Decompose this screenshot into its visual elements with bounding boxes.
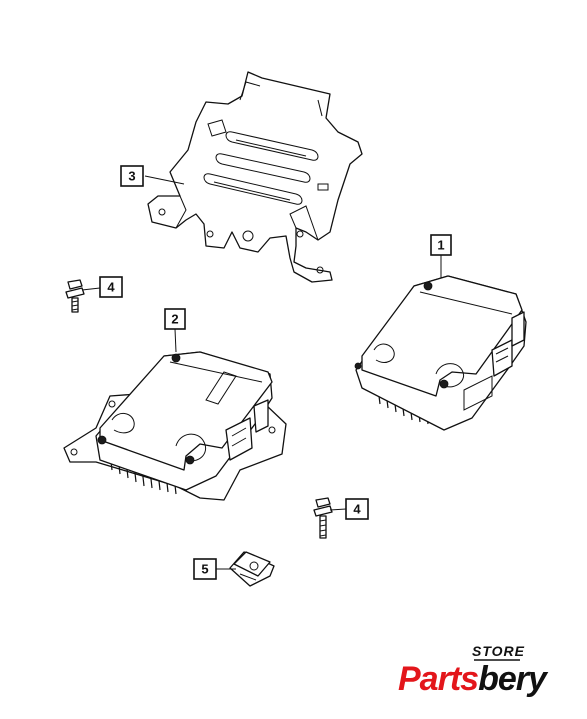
callout-2-label: 2 — [171, 312, 178, 327]
callout-5: 5 — [193, 558, 217, 580]
callout-3-label: 3 — [128, 169, 135, 184]
control-module-part-2 — [63, 351, 287, 501]
bolt-part-4-upper — [65, 279, 85, 313]
callout-4b-label: 4 — [353, 502, 361, 517]
callout-2: 2 — [164, 308, 186, 330]
brand-logo: STORE Partsbery — [398, 643, 550, 698]
callout-3: 3 — [120, 165, 144, 187]
brand-store-text: STORE — [472, 643, 525, 659]
callout-4a-label: 4 — [107, 280, 115, 295]
mounting-bracket-part-3 — [147, 71, 363, 283]
leader-line-3 — [144, 175, 185, 185]
callout-4a: 4 — [99, 276, 123, 298]
callout-4b: 4 — [345, 498, 369, 520]
brand-name-text: Partsbery — [398, 660, 549, 698]
leader-line-4b — [329, 508, 347, 511]
brand-name-part2: bery — [478, 660, 549, 698]
brand-name-part1: Parts — [398, 660, 478, 698]
control-module-part-1 — [354, 275, 527, 431]
callout-1-label: 1 — [437, 238, 444, 253]
leader-line-2 — [174, 328, 177, 353]
callout-1: 1 — [430, 234, 452, 256]
leader-line-4a — [81, 287, 101, 291]
clip-nut-part-5 — [229, 551, 275, 587]
callout-5-label: 5 — [201, 562, 208, 577]
bolt-part-4-lower — [313, 497, 333, 539]
